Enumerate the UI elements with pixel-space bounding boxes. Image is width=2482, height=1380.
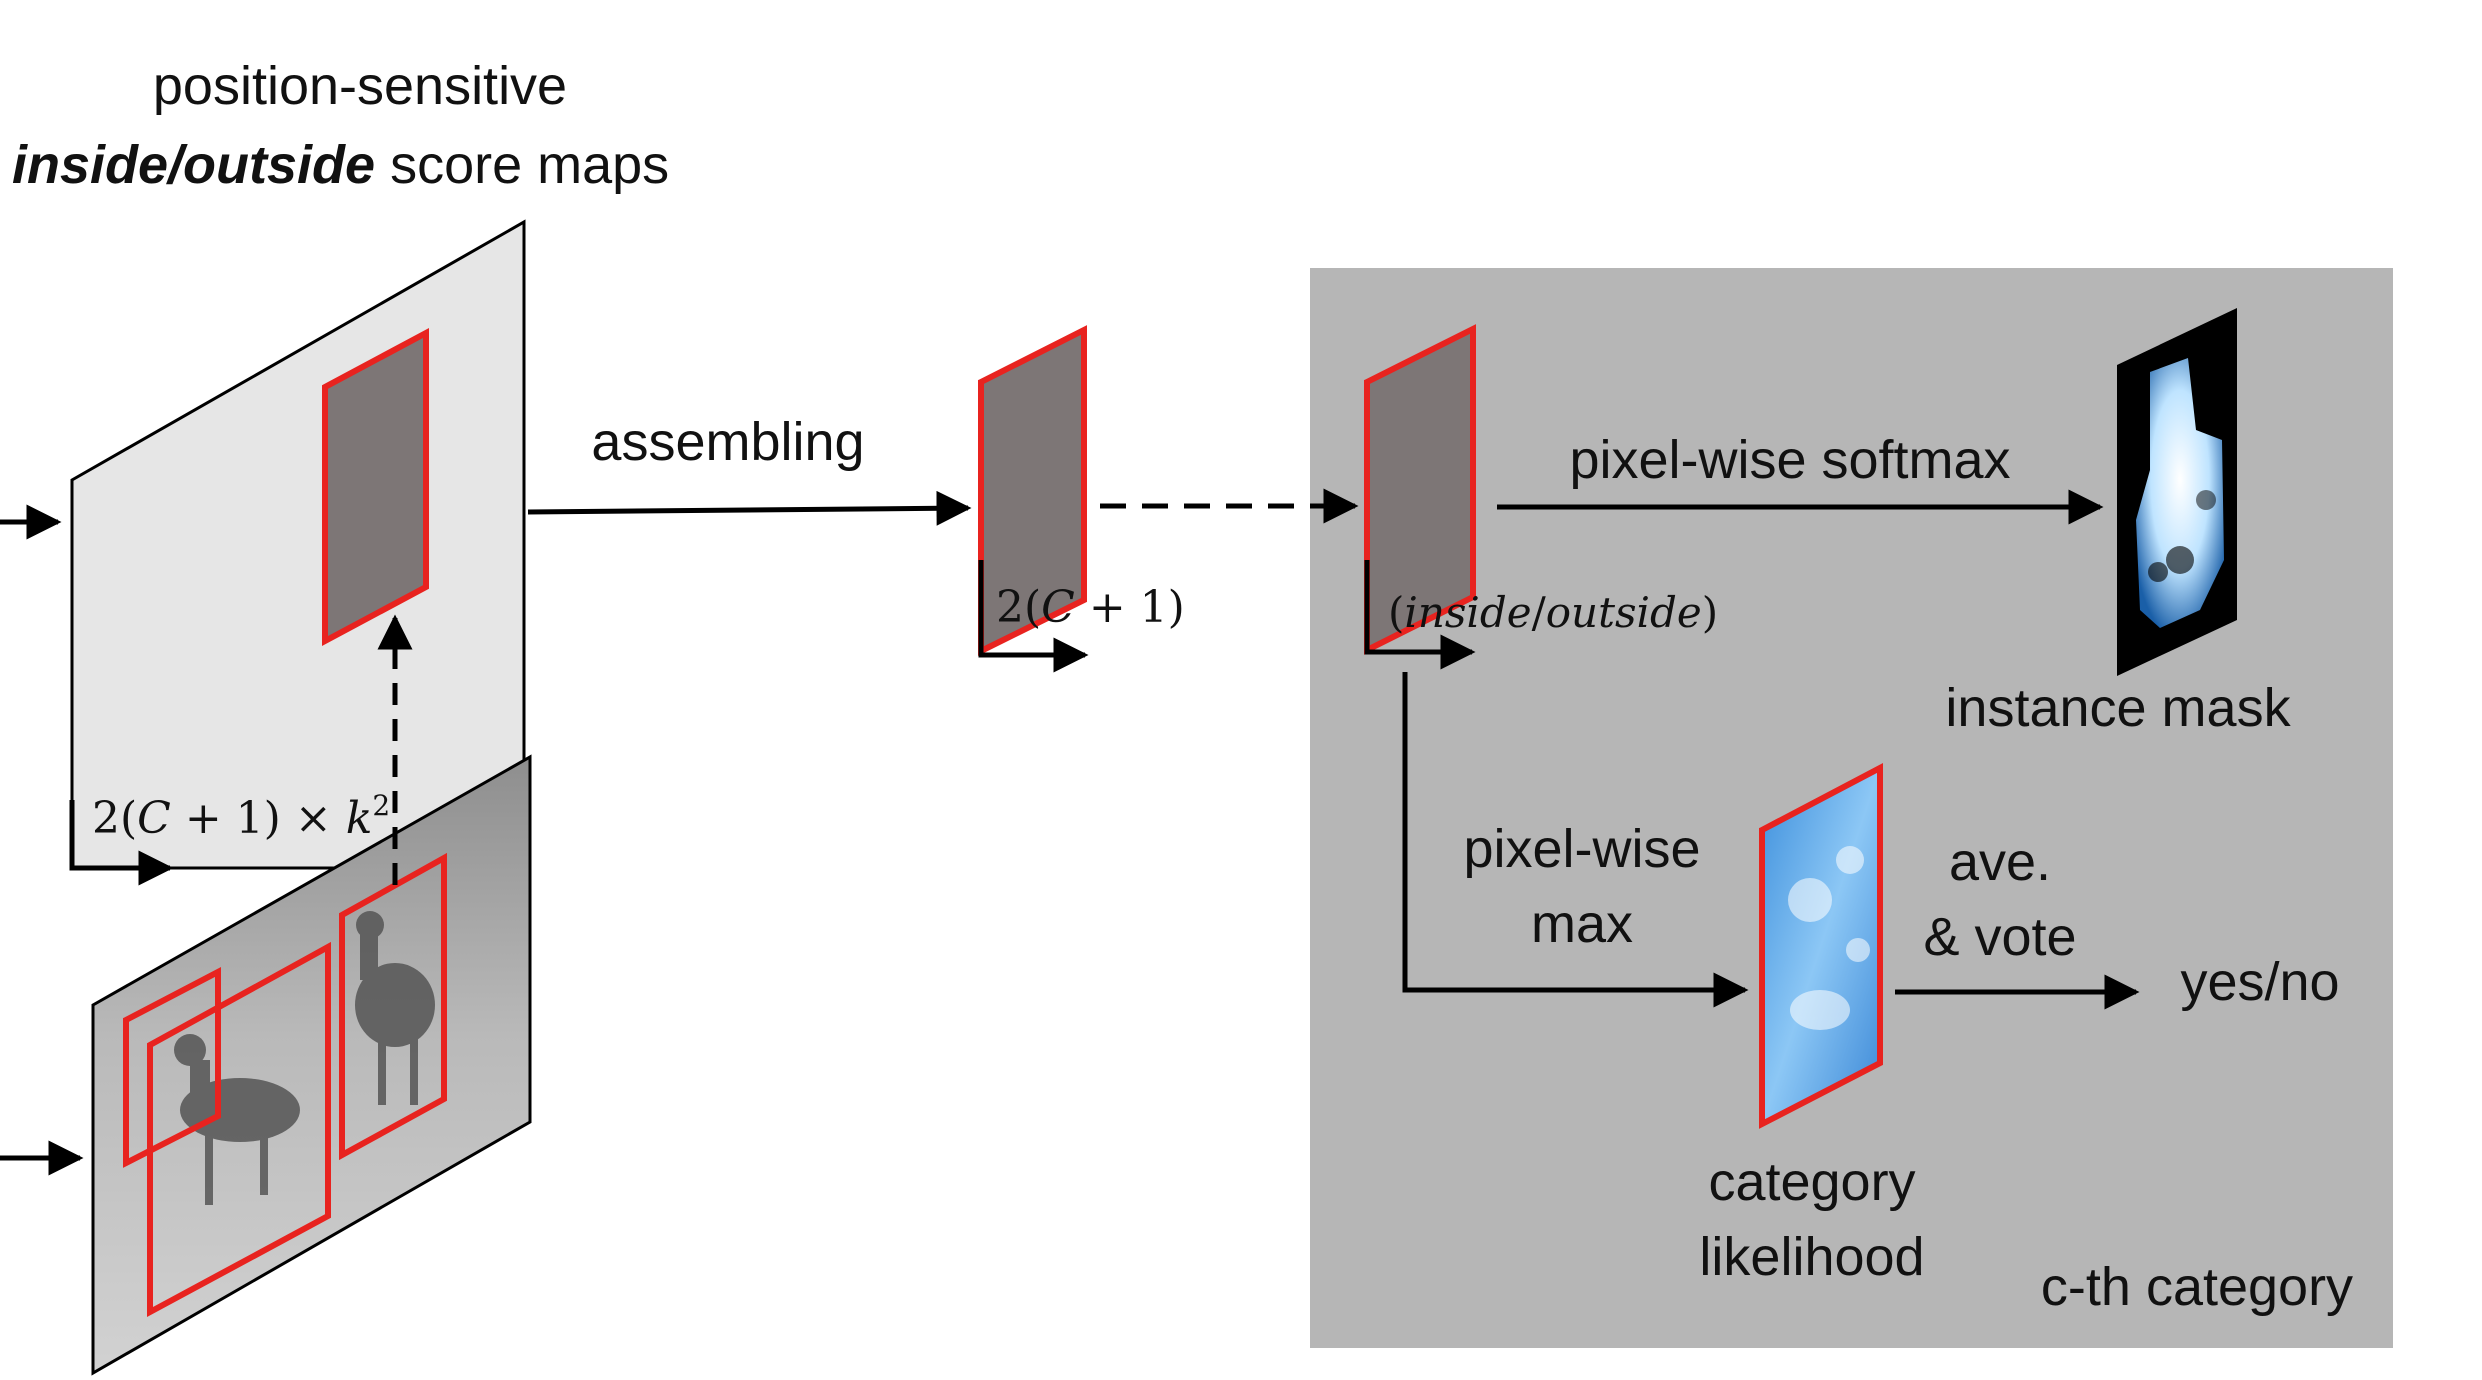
channels-small-label: 2(C + 1) — [996, 582, 1185, 633]
inside-outside-label: (inside/outside) — [1388, 588, 1718, 637]
pixel-softmax-label: pixel-wise softmax — [1569, 430, 2010, 490]
title-line-1: position-sensitive — [153, 56, 567, 116]
assembling-arrow — [527, 490, 972, 526]
yes-no-label: yes/no — [2180, 952, 2339, 1012]
title-rest-part: score maps — [375, 135, 669, 195]
pixel-max-label-2: max — [1531, 894, 1633, 954]
score-map-axis — [69, 800, 174, 886]
instance-mask-shape — [2136, 358, 2224, 628]
horse-silhouettes — [174, 911, 435, 1205]
score-map-roi — [322, 327, 429, 647]
image-roi-box-3 — [339, 852, 447, 1161]
score-map-plane — [70, 219, 526, 870]
assembling-label: assembling — [591, 412, 864, 472]
channels-full-label: 2(C + 1) × k2 — [92, 789, 390, 844]
vote-label: & vote — [1923, 907, 2076, 967]
cth-category-label: c-th category — [2041, 1257, 2353, 1317]
category-label-2: likelihood — [1699, 1227, 1924, 1287]
title-line-2: inside/outside score maps — [12, 135, 669, 195]
title-bold-part: inside/outside — [12, 135, 375, 195]
category-label-1: category — [1708, 1152, 1915, 1212]
assembled-axis — [978, 560, 1089, 673]
input-image-plane — [91, 754, 532, 1376]
category-likelihood-texture — [1788, 846, 1870, 1030]
instance-mask-label: instance mask — [1945, 678, 2291, 738]
ave-label: ave. — [1949, 832, 2051, 892]
image-roi-box-1 — [123, 967, 221, 1168]
image-roi-box-2 — [147, 941, 331, 1318]
panel-roi-axis — [1364, 560, 1476, 670]
pixel-max-label-1: pixel-wise — [1463, 819, 1700, 879]
max-path-arrow — [1402, 672, 1749, 1008]
